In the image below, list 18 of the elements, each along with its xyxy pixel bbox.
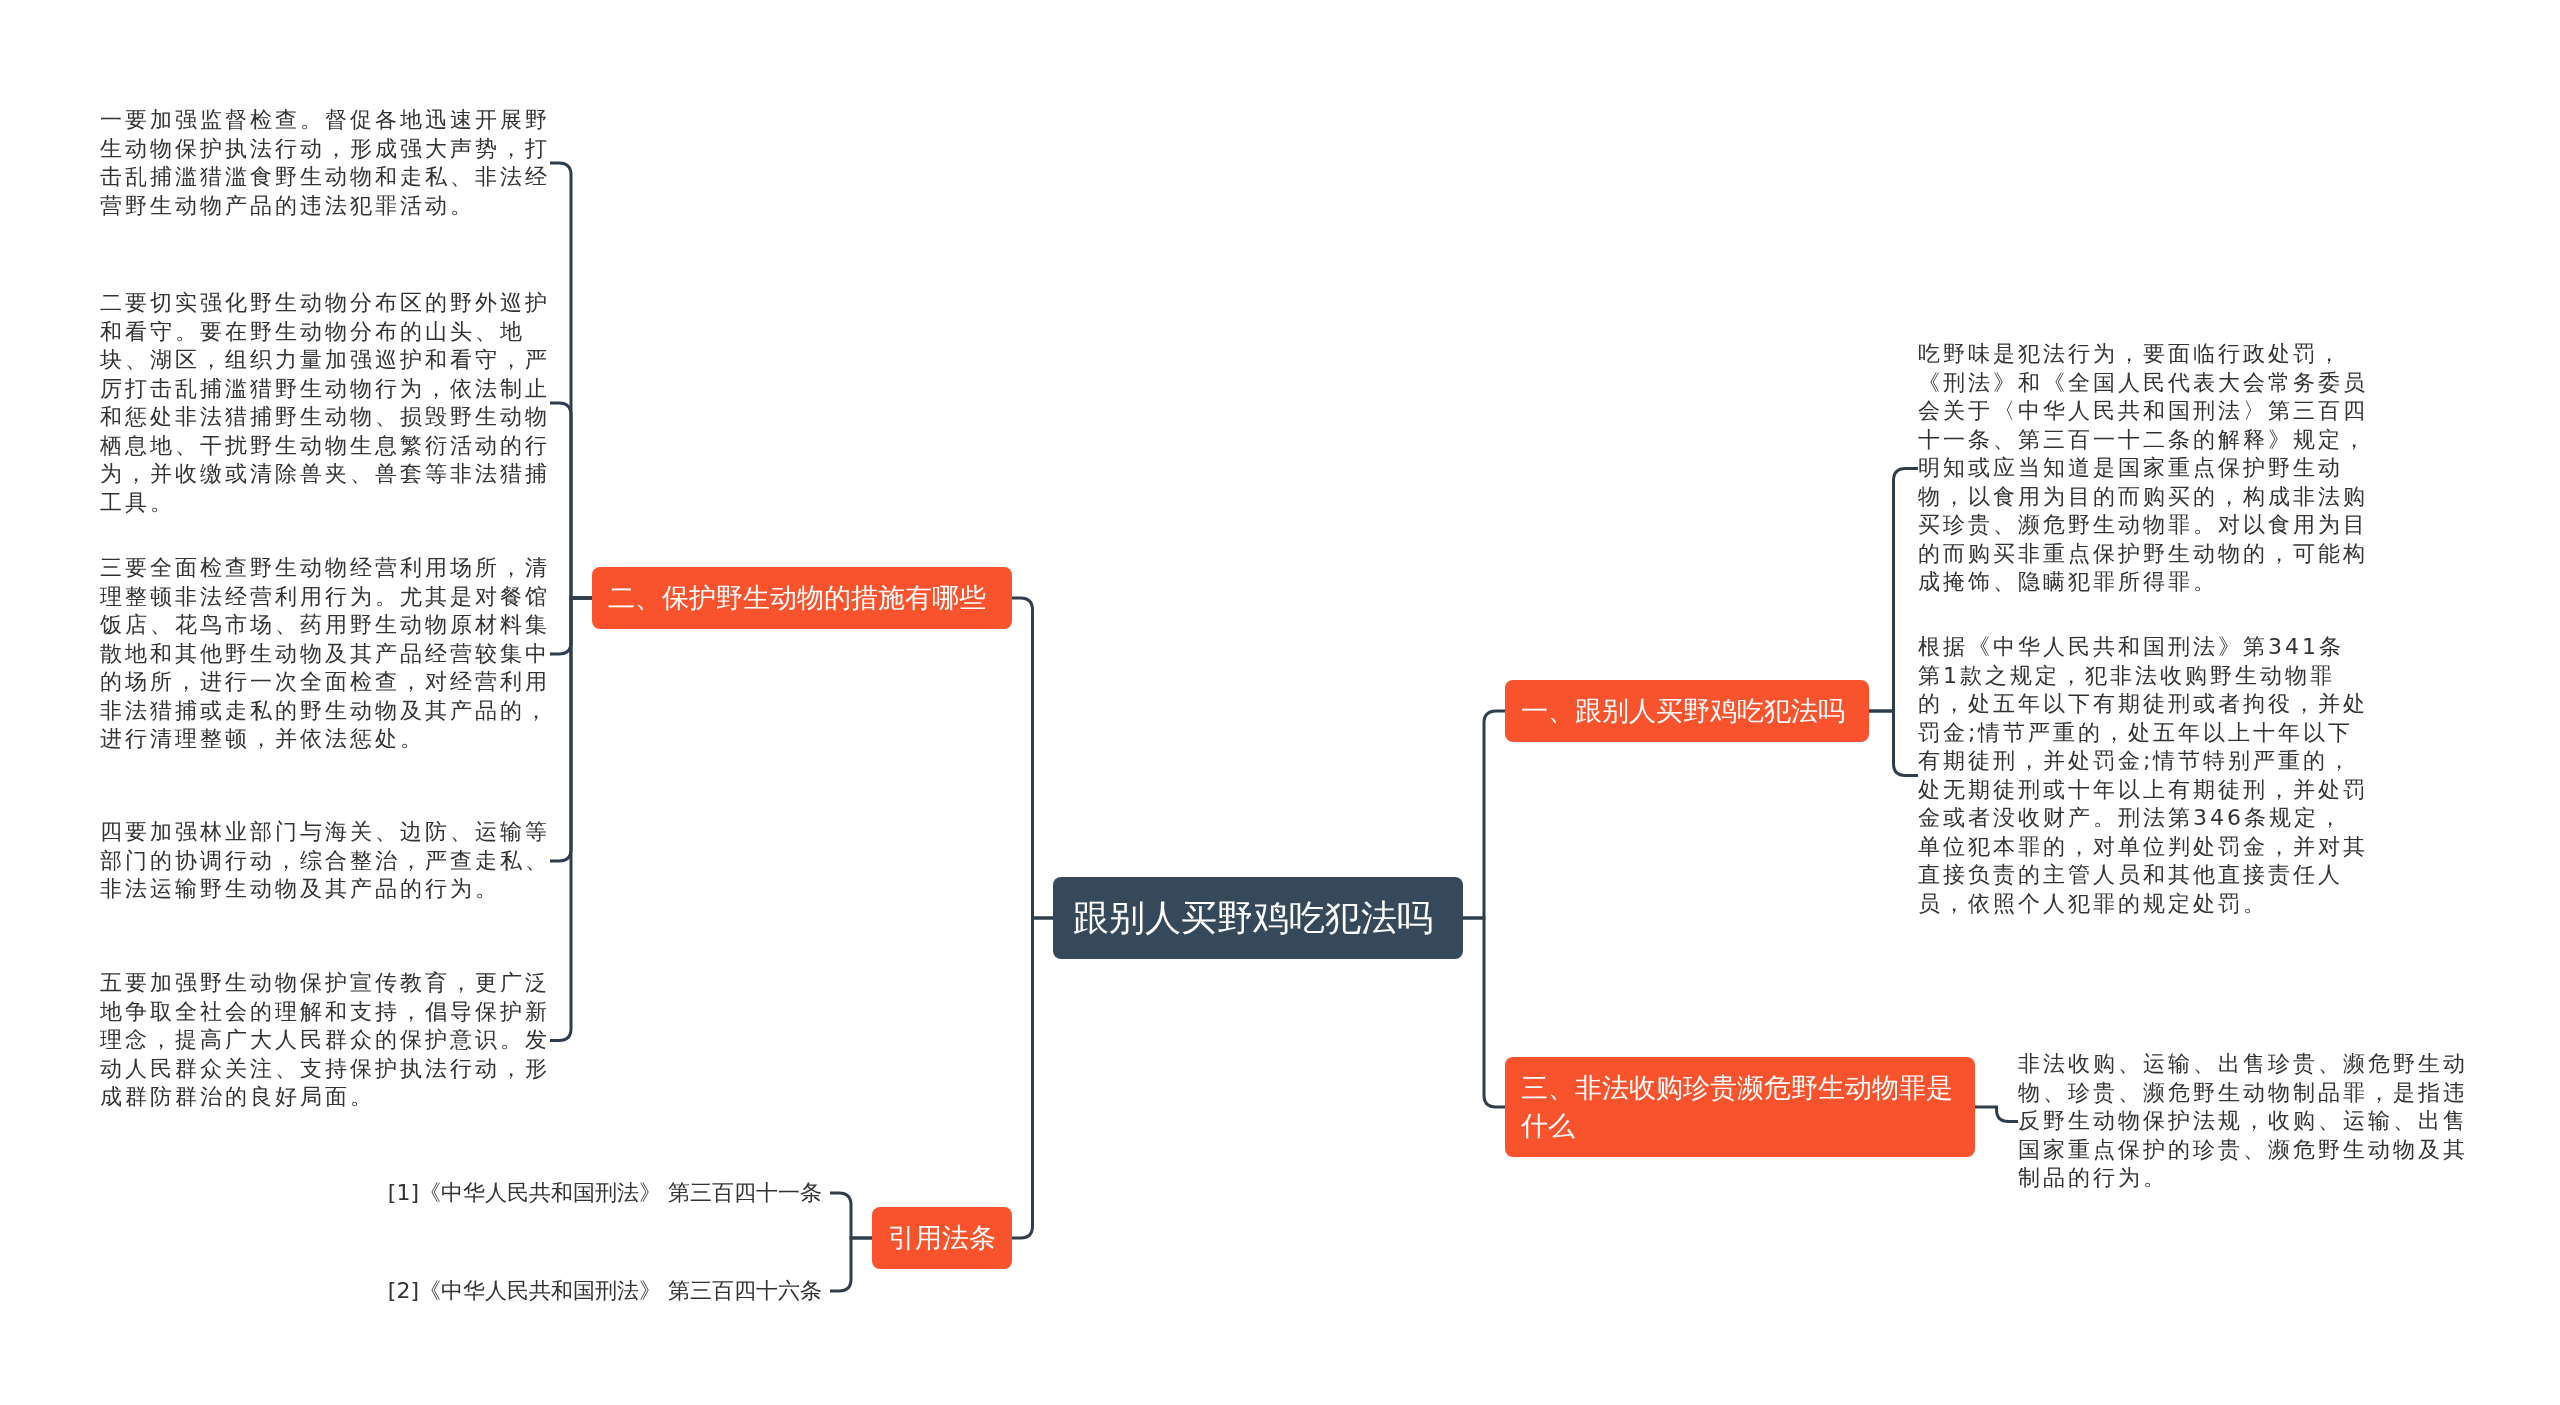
note-text: 四要加强林业部门与海关、边防、运输等部门的协调行动，综合整治，严查走私、非法运输野生动物及其产品的行为。	[100, 818, 550, 904]
connector-line	[1975, 1105, 2018, 1123]
note-text: 五要加强野生动物保护宣传教育，更广泛地争取全社会的理解和支持，倡导保护新理念，提高广大人民群众的保护意识。发动人民群众关注、支持保护执法行动，形成群防群治的良好局面。	[100, 969, 550, 1112]
note-text: 根据《中华人民共和国刑法》第341条第1款之规定，犯非法收购野生动物罪的，处五年以下有期徒刑或者拘役，并处罚金;情节严重的，处五年以上十年以下有期徒刑，并处罚金;情节特别严重的，处无期徒刑或十年以上有期徒刑，并处罚金或者没收财产。刑法第346条规定，单位犯本罪的，对单位判处罚金，并对其直接负责的主管人员和其他直接责任人员，依照个人犯罪的规定处罚。	[1918, 633, 2368, 918]
topic-box: 跟别人买野鸡吃犯法吗	[1053, 877, 1463, 959]
branch-box: 三、非法收购珍贵濒危野生动物罪是什么	[1505, 1057, 1975, 1157]
branch-box: 引用法条	[872, 1207, 1012, 1269]
connector-line	[1463, 916, 1505, 1109]
note-text: 吃野味是犯法行为，要面临行政处罚，《刑法》和《全国人民代表大会常务委员会关于〈中华人民共和国刑法〉第三百四十一条、第三百一十二条的解释》规定，明知或应当知道是国家重点保护野生动物，以食用为目的而购买的，构成非法购买珍贵、濒危野生动物罪。对以食用为目的而购买非重点保护野生动物的，可能构成掩饰、隐瞒犯罪所得罪。	[1918, 340, 2368, 597]
note-text: 三要全面检查野生动物经营利用场所，清理整顿非法经营利用行为。尤其是对餐馆饭店、花鸟市场、药用野生动物原材料集散地和其他野生动物及其产品经营较集中的场所，进行一次全面检查，对经营利用非法猎捕或走私的野生动物及其产品的，进行清理整顿，并依法惩处。	[100, 554, 550, 754]
reference-text: [2]《中华人民共和国刑法》 第三百四十六条	[360, 1276, 830, 1306]
reference-text: [1]《中华人民共和国刑法》 第三百四十一条	[360, 1178, 830, 1208]
branch-box: 二、保护野生动物的措施有哪些	[592, 567, 1012, 629]
branch-box: 一、跟别人买野鸡吃犯法吗	[1505, 680, 1869, 742]
note-text: 二要切实强化野生动物分布区的野外巡护和看守。要在野生动物分布的山头、地块、湖区，组织力量加强巡护和看守，严厉打击乱捕滥猎野生动物行为，依法制止和惩处非法猎捕野生动物、损毁野生动物栖息地、干扰野生动物生息繁衍活动的行为，并收缴或清除兽夹、兽套等非法猎捕工具。	[100, 289, 550, 517]
connector-line	[1012, 916, 1053, 1240]
note-text: 一要加强监督检查。督促各地迅速开展野生动物保护执法行动，形成强大声势，打击乱捕滥猎滥食野生动物和走私、非法经营野生动物产品的违法犯罪活动。	[100, 106, 550, 220]
note-text: 非法收购、运输、出售珍贵、濒危野生动物、珍贵、濒危野生动物制品罪，是指违反野生动物保护法规，收购、运输、出售国家重点保护的珍贵、濒危野生动物及其制品的行为。	[2018, 1050, 2468, 1193]
